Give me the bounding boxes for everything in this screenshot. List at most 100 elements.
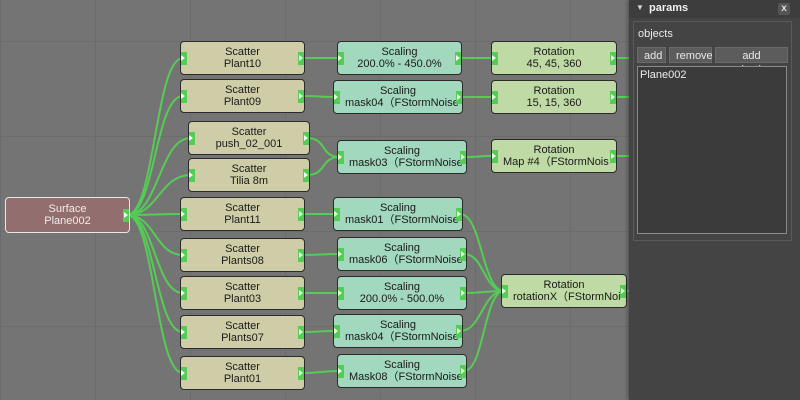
node-scaling-1[interactable]: Scaling 200.0% - 450.0% — [337, 41, 462, 75]
close-icon[interactable]: x — [778, 3, 790, 15]
connection-wire — [459, 213, 505, 292]
node-value-label: mask04（FStormNoise — [345, 97, 459, 109]
node-type-label: Scaling — [383, 242, 421, 254]
node-scaling-2[interactable]: Scaling mask04（FStormNoise — [333, 80, 463, 114]
node-scatter-plants08[interactable]: Scatter Plants08 — [180, 238, 305, 272]
objects-list[interactable]: Plane002 — [637, 66, 787, 234]
input-port-icon[interactable] — [338, 286, 344, 300]
output-port-icon[interactable] — [460, 247, 466, 261]
input-port-icon[interactable] — [189, 168, 195, 182]
output-port-icon[interactable] — [460, 364, 466, 378]
connection-wire — [126, 57, 184, 216]
node-rotation-1[interactable]: Rotation 45, 45, 360 — [491, 41, 617, 75]
node-value-label: 45, 45, 360 — [526, 58, 582, 70]
node-value-label: Plants07 — [221, 332, 264, 344]
node-scaling-6[interactable]: Scaling 200.0% - 500.0% — [337, 276, 467, 310]
output-port-icon[interactable] — [123, 208, 129, 222]
add-button[interactable]: add — [637, 47, 666, 63]
output-port-icon[interactable] — [298, 89, 304, 103]
input-port-icon[interactable] — [181, 366, 187, 380]
input-port-icon[interactable] — [181, 286, 187, 300]
input-port-icon[interactable] — [492, 90, 498, 104]
connection-wire — [126, 174, 192, 216]
node-type-label: Scaling — [383, 281, 421, 293]
output-port-icon[interactable] — [610, 149, 616, 163]
input-port-icon[interactable] — [189, 131, 195, 145]
node-scatter-tilia-8m[interactable]: Scatter Tilia 8m — [188, 158, 310, 192]
input-port-icon[interactable] — [334, 324, 340, 338]
input-port-icon[interactable] — [181, 89, 187, 103]
input-port-icon[interactable] — [181, 207, 187, 221]
node-type-label: Rotation — [543, 279, 585, 291]
node-value-label: Plant11 — [224, 214, 261, 226]
output-port-icon[interactable] — [456, 90, 462, 104]
output-port-icon[interactable] — [620, 284, 626, 298]
node-scatter-plant01[interactable]: Scatter Plant01 — [180, 356, 305, 390]
output-port-icon[interactable] — [460, 286, 466, 300]
output-port-icon[interactable] — [298, 51, 304, 65]
output-port-icon[interactable] — [303, 131, 309, 145]
node-scaling-3[interactable]: Scaling mask03（FStormNoise — [337, 140, 467, 174]
output-port-icon[interactable] — [298, 207, 304, 221]
node-rotation-4[interactable]: Rotation rotationX（FStormNoi — [501, 274, 627, 308]
node-rotation-3[interactable]: Rotation Map #4（FStormNois — [491, 139, 617, 173]
node-scatter-plant11[interactable]: Scatter Plant11 — [180, 197, 305, 231]
node-scatter-plant03[interactable]: Scatter Plant03 — [180, 276, 305, 310]
remove-button[interactable]: remove — [669, 47, 713, 63]
node-scaling-4[interactable]: Scaling mask01（FStormNoise — [333, 197, 463, 231]
node-value-label: 15, 15, 360 — [526, 97, 582, 109]
input-port-icon[interactable] — [181, 325, 187, 339]
node-type-label: Scaling — [383, 145, 421, 157]
output-port-icon[interactable] — [610, 90, 616, 104]
node-scatter-plant10[interactable]: Scatter Plant10 — [180, 41, 305, 75]
input-port-icon[interactable] — [492, 149, 498, 163]
output-port-icon[interactable] — [456, 324, 462, 338]
node-type-label: Scaling — [383, 359, 421, 371]
add-selection-button[interactable]: add selection — [715, 47, 788, 76]
input-port-icon[interactable] — [338, 150, 344, 164]
input-port-icon[interactable] — [334, 90, 340, 104]
node-scatter-push-02-001[interactable]: Scatter push_02_001 — [188, 121, 310, 155]
node-type-label: Rotation — [533, 46, 575, 58]
input-port-icon[interactable] — [338, 51, 344, 65]
connection-wire — [301, 253, 341, 256]
node-type-label: Scatter — [225, 84, 260, 96]
output-port-icon[interactable] — [610, 51, 616, 65]
node-scaling-8[interactable]: Scaling Mask08（FStormNoise — [337, 354, 467, 388]
output-port-icon[interactable] — [298, 366, 304, 380]
params-panel-header[interactable]: ▼ params x — [629, 0, 800, 18]
node-scaling-7[interactable]: Scaling mask04（FStormNoise — [333, 314, 463, 348]
node-type-label: Rotation — [533, 85, 575, 97]
node-surface[interactable]: Surface Plane002 — [5, 197, 130, 233]
output-port-icon[interactable] — [298, 325, 304, 339]
output-port-icon[interactable] — [456, 207, 462, 221]
node-type-label: Scatter — [231, 126, 267, 138]
node-scaling-5[interactable]: Scaling mask06（FStormNoise — [337, 237, 467, 271]
input-port-icon[interactable] — [181, 51, 187, 65]
output-port-icon[interactable] — [303, 168, 309, 182]
node-rotation-2[interactable]: Rotation 15, 15, 360 — [491, 80, 617, 114]
output-port-icon[interactable] — [298, 248, 304, 262]
node-scatter-plant09[interactable]: Scatter Plant09 — [180, 79, 305, 113]
node-type-label: Scatter — [225, 46, 260, 58]
input-port-icon[interactable] — [334, 207, 340, 221]
input-port-icon[interactable] — [492, 51, 498, 65]
objects-group: objects add remove add selection Plane00… — [633, 21, 792, 241]
node-scatter-plants07[interactable]: Scatter Plants07 — [180, 315, 305, 349]
node-value-label: Map #4（FStormNois — [503, 156, 609, 168]
node-type-label: Scatter — [225, 202, 260, 214]
collapse-triangle-icon[interactable]: ▼ — [636, 3, 644, 12]
input-port-icon[interactable] — [338, 247, 344, 261]
output-port-icon[interactable] — [298, 286, 304, 300]
node-type-label: Scatter — [225, 243, 260, 255]
input-port-icon[interactable] — [338, 364, 344, 378]
node-type-label: Surface — [48, 203, 87, 215]
list-item[interactable]: Plane002 — [640, 69, 687, 81]
input-port-icon[interactable] — [502, 284, 508, 298]
input-port-icon[interactable] — [181, 248, 187, 262]
output-port-icon[interactable] — [455, 51, 461, 65]
node-value-label: 200.0% - 500.0% — [359, 293, 445, 305]
output-port-icon[interactable] — [460, 150, 466, 164]
